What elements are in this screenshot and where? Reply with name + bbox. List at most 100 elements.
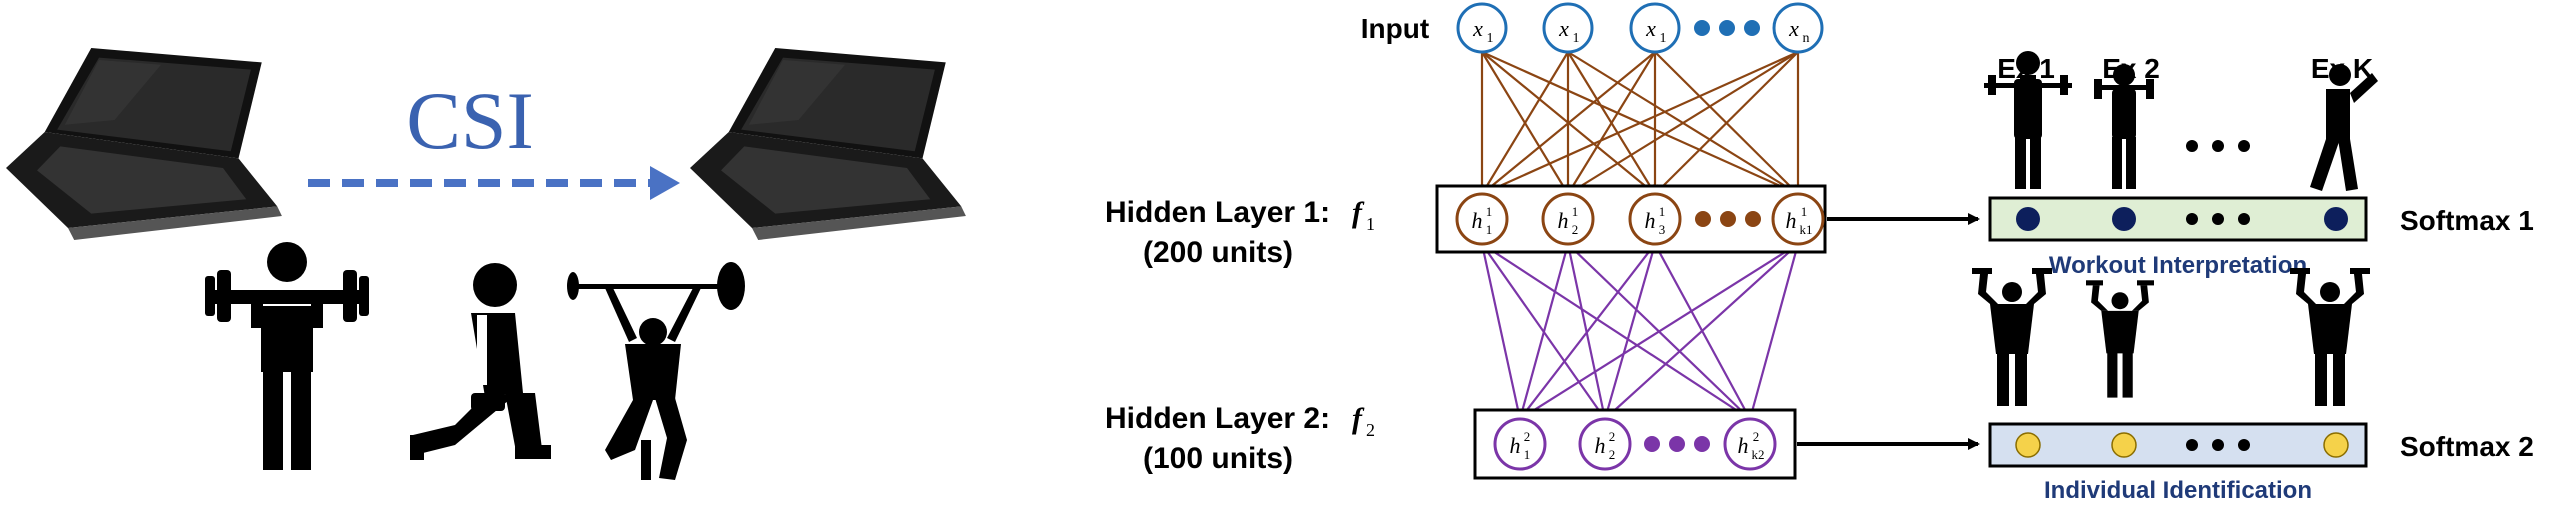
hidden2-node-k2-label: h	[1738, 433, 1749, 458]
exercise-ellipsis	[2186, 140, 2250, 152]
hidden2-node-1-sub: 1	[1524, 447, 1531, 462]
hidden2-title: Hidden Layer 2:	[1105, 402, 1330, 435]
softmax1-node-2	[2112, 207, 2136, 231]
softmax2-ellipsis-3	[2238, 439, 2250, 451]
softmax1-label: Softmax 1	[2400, 205, 2534, 236]
hidden1-node-k1-sub: k1	[1800, 222, 1813, 237]
softmax2-ellipsis-1	[2186, 439, 2198, 451]
brown-connection-9	[1567, 51, 1656, 195]
input-label: Input	[1361, 13, 1429, 44]
softmax2-node-2	[2111, 432, 2137, 458]
input-to-hidden1-connections	[1477, 50, 1803, 196]
input-node-2-sub: 1	[1573, 31, 1580, 46]
softmax1-ellipsis-1	[2186, 213, 2198, 225]
input-node-1-sub: 1	[1487, 31, 1494, 46]
person-k-icon	[2290, 268, 2370, 406]
softmax2-bar	[1988, 422, 2368, 468]
softmax2-caption: Individual Identification	[2044, 477, 2312, 504]
input-node-n-sub: n	[1803, 31, 1810, 46]
softmax1-ellipsis-3	[2238, 213, 2250, 225]
hidden2-node-1: h 2 1	[1493, 417, 1547, 471]
purple-connection-6	[1519, 243, 1656, 420]
hidden1-node-3-label: h	[1645, 208, 1656, 233]
hidden2-node-1-label: h	[1510, 433, 1521, 458]
hidden1-node-3: h 1 3	[1628, 192, 1682, 246]
hidden2-node-k2-sub: k2	[1752, 447, 1765, 462]
input-node-1: x 1	[1456, 2, 1508, 54]
input-node-n-label: x	[1788, 16, 1799, 41]
weightlifter-dumbbell-icon	[205, 242, 369, 470]
softmax2-node-1	[2015, 432, 2041, 458]
hidden1-to-hidden2-connections	[1480, 243, 1800, 420]
hidden1-node-2-label: h	[1558, 208, 1569, 233]
input-ellipsis	[1694, 20, 1760, 36]
hidden1-node-3-sub: 3	[1659, 222, 1666, 237]
hidden-layer-1-label: Hidden Layer 1: f 1 (200 units)	[1105, 196, 1375, 269]
laptop-receiver-icon	[690, 48, 966, 240]
hidden2-symbol-sub: 2	[1366, 420, 1375, 440]
input-node-2: x 1	[1542, 2, 1594, 54]
softmax1-caption: Workout Interpretation	[2049, 252, 2307, 279]
hidden1-node-k1-sup: 1	[1801, 204, 1808, 219]
hidden2-node-2-sup: 2	[1609, 429, 1616, 444]
hidden2-units: (100 units)	[1143, 442, 1293, 475]
hidden1-node-2-sub: 2	[1572, 222, 1579, 237]
purple-connection-11	[1747, 243, 1800, 420]
input-node-n: x n	[1772, 2, 1824, 54]
hidden1-node-3-sup: 1	[1659, 204, 1666, 219]
csi-label: CSI	[406, 75, 534, 166]
barbell-lifter-icon	[567, 262, 745, 480]
csi-arrow-head	[650, 166, 680, 200]
hidden2-node-k2-sup: 2	[1753, 429, 1760, 444]
lunge-person-icon	[410, 263, 551, 460]
input-node-3-label: x	[1645, 16, 1656, 41]
hidden2-node-2-label: h	[1595, 433, 1606, 458]
softmax1-ellipsis-2	[2212, 213, 2224, 225]
softmax2-ellipsis-2	[2212, 439, 2224, 451]
hidden1-node-1-label: h	[1472, 208, 1483, 233]
brown-connection-14	[1654, 51, 1799, 195]
purple-connection-3	[1517, 243, 1570, 420]
hidden2-node-1-sup: 2	[1524, 429, 1531, 444]
hidden1-node-k1: h 1 k1	[1771, 192, 1825, 246]
hidden2-node-2: h 2 2	[1578, 417, 1632, 471]
softmax1-node-k	[2324, 207, 2348, 231]
network-diagram: Input x 1 x 1 x 1 x n Hidden Layer	[1105, 2, 1980, 480]
hidden1-node-k1-label: h	[1786, 208, 1797, 233]
hidden1-units: (200 units)	[1143, 236, 1293, 269]
hidden1-title: Hidden Layer 1:	[1105, 196, 1330, 229]
person-2-icon	[2086, 280, 2154, 398]
person-1-icon	[1972, 268, 2052, 406]
softmax2-label: Softmax 2	[2400, 431, 2534, 462]
purple-connection-9	[1519, 243, 1799, 420]
hidden1-node-1: h 1 1	[1455, 192, 1509, 246]
softmax2-node-k	[2323, 432, 2349, 458]
hidden1-node-1-sup: 1	[1486, 204, 1493, 219]
brown-connection-12	[1481, 50, 1799, 196]
hidden1-node-2: h 1 2	[1541, 192, 1595, 246]
brown-connection-8	[1481, 51, 1656, 195]
hidden1-symbol: f	[1352, 196, 1365, 229]
hidden1-node-2-sup: 1	[1572, 204, 1579, 219]
hidden2-node-2-sub: 2	[1609, 447, 1616, 462]
brown-connection-4	[1481, 51, 1569, 195]
hidden1-ellipsis	[1695, 211, 1761, 227]
hidden-layer-2-label: Hidden Layer 2: f 2 (100 units)	[1105, 402, 1375, 475]
hidden2-node-k2: h 2 k2	[1723, 417, 1777, 471]
hidden1-symbol-sub: 1	[1366, 214, 1375, 234]
brown-connection-13	[1567, 51, 1799, 195]
output-panel: Ex 1 Ex 2 Ex K Workout Interpretation So…	[1972, 51, 2534, 504]
left-panel: CSI	[6, 48, 966, 480]
input-node-2-label: x	[1558, 16, 1569, 41]
input-node-3: x 1	[1629, 2, 1681, 54]
hidden2-symbol: f	[1352, 402, 1365, 435]
purple-connection-10	[1604, 243, 1799, 420]
hidden2-ellipsis	[1644, 436, 1710, 452]
softmax1-node-1	[2016, 207, 2040, 231]
softmax1-bar	[1988, 196, 2368, 242]
input-node-1-label: x	[1472, 16, 1483, 41]
input-node-3-sub: 1	[1660, 31, 1667, 46]
purple-connection-0	[1480, 243, 1523, 420]
laptop-transmitter-icon	[6, 48, 282, 240]
